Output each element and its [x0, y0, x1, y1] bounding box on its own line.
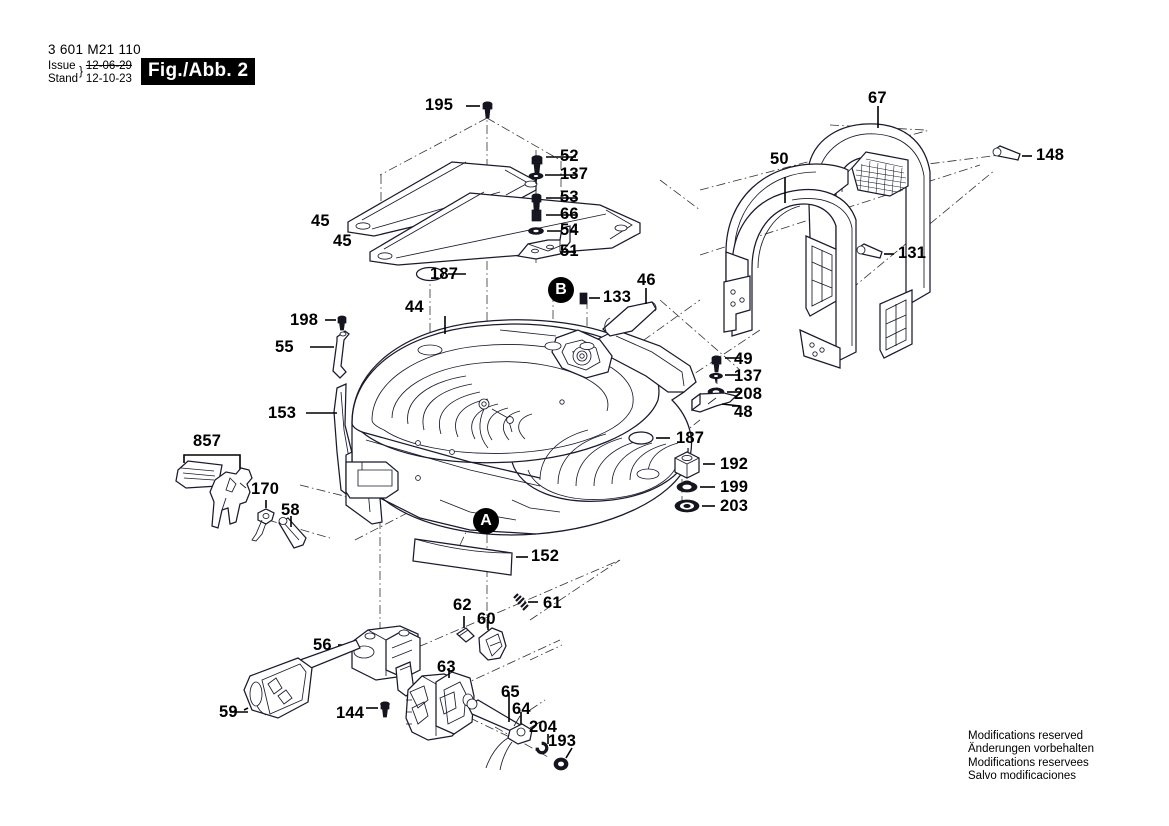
- fastener-stack-right: [691, 355, 741, 413]
- part-45-rails: [347, 161, 641, 266]
- callout-204: 204: [529, 718, 558, 736]
- callout-152: 152: [531, 547, 560, 565]
- callout-52: 52: [560, 147, 579, 165]
- footer-notes: Modifications reserved Änderungen vorbeh…: [968, 730, 1094, 783]
- part-56-59-144: [230, 625, 421, 719]
- callout-144: 144: [336, 704, 365, 722]
- stand-label: Stand: [48, 72, 79, 85]
- part-148-131-screws: [856, 145, 1032, 259]
- callout-193: 193: [548, 732, 577, 750]
- part-857-group: [175, 454, 253, 529]
- part-63-clamp: [405, 668, 475, 741]
- part-133-46: [579, 288, 657, 337]
- callout-203: 203: [720, 497, 749, 515]
- callout-67: 67: [868, 89, 887, 107]
- part-187-upper-oring: [415, 266, 466, 282]
- issue-date: 12-06-29: [85, 60, 132, 72]
- callout-54: 54: [560, 221, 579, 239]
- callout-857: 857: [193, 432, 222, 450]
- footer-line-fr: Modifications reservees: [968, 756, 1089, 769]
- callout-65: 65: [501, 683, 520, 701]
- callout-61: 61: [543, 594, 562, 612]
- callout-53: 53: [560, 188, 579, 206]
- callout-208: 208: [734, 385, 763, 403]
- part-50-guard: [723, 163, 857, 369]
- callout-187-top: 187: [430, 265, 459, 283]
- callout-55: 55: [275, 338, 294, 356]
- callout-131: 131: [898, 244, 927, 262]
- footer-line-es: Salvo modificaciones: [968, 769, 1077, 782]
- part-44-turntable: [345, 316, 697, 536]
- issue-label: Issue: [48, 60, 76, 72]
- part-65-64-204-193: [466, 692, 573, 771]
- footer-line-de: Änderungen vorbehalten: [968, 743, 1094, 756]
- part-67-handle: [805, 106, 931, 359]
- part-187-192-199-203: [628, 431, 715, 513]
- issue-stand-labels: Issue Stand: [48, 60, 78, 85]
- callout-63: 63: [437, 658, 456, 676]
- part-195-screw: [466, 101, 493, 119]
- callout-137-bottom: 137: [734, 367, 763, 385]
- callout-59: 59: [219, 703, 238, 721]
- callout-51: 51: [560, 242, 579, 260]
- callout-133: 133: [603, 288, 632, 306]
- revision-dates: 12-06-29 12-10-23: [86, 60, 132, 85]
- callout-46: 46: [637, 271, 656, 289]
- figure-label: Fig./Abb. 2: [141, 58, 256, 85]
- callout-198: 198: [290, 311, 319, 329]
- callout-44: 44: [405, 298, 424, 316]
- callout-45-b: 45: [333, 232, 352, 250]
- footer-line-en: Modifications reserved: [968, 730, 1084, 742]
- stand-date: 12-10-23: [85, 72, 132, 85]
- callout-195: 195: [425, 96, 454, 114]
- callout-56: 56: [313, 636, 332, 654]
- document-header: 3 601 M21 110 Issue Stand } 12-06-29 12-…: [48, 42, 141, 85]
- callout-64: 64: [512, 700, 531, 718]
- callout-49: 49: [734, 350, 753, 368]
- fastener-stack-upper: [516, 155, 576, 260]
- callout-60: 60: [477, 610, 496, 628]
- callout-66: 66: [560, 205, 579, 223]
- callout-45-a: 45: [311, 212, 330, 230]
- brace-glyph: }: [79, 66, 83, 79]
- callout-48: 48: [734, 403, 753, 421]
- callout-137-top: 137: [560, 165, 589, 183]
- callout-170: 170: [251, 480, 280, 498]
- section-marker-a: A: [473, 508, 499, 534]
- callout-199: 199: [720, 478, 749, 496]
- callout-148: 148: [1036, 146, 1065, 164]
- callout-58: 58: [281, 501, 300, 519]
- callout-62: 62: [453, 596, 472, 614]
- callout-50: 50: [770, 150, 789, 168]
- callout-187-bottom: 187: [676, 429, 705, 447]
- section-marker-b: B: [548, 277, 574, 303]
- callout-153: 153: [268, 404, 297, 422]
- callout-192: 192: [720, 455, 749, 473]
- part-number: 3 601 M21 110: [48, 42, 141, 57]
- part-62-60-61: [455, 593, 538, 661]
- part-170-58: [251, 500, 307, 549]
- part-152-insert: [412, 538, 528, 576]
